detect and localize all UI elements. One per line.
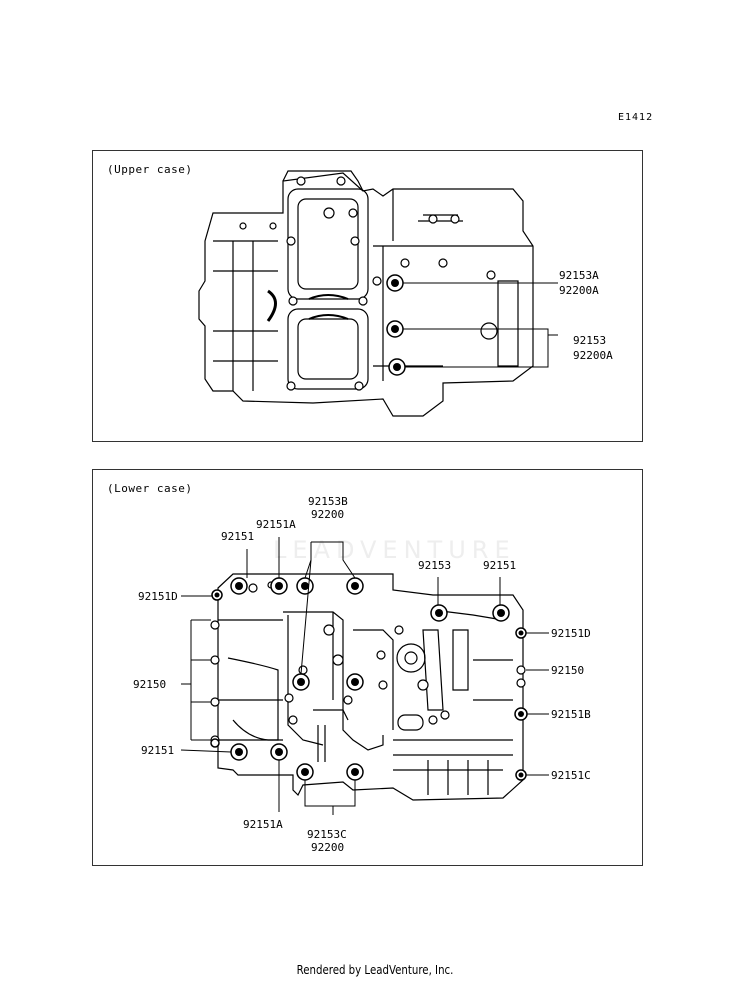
label-92153C: 92153C xyxy=(307,828,347,841)
label-92153B: 92153B xyxy=(308,495,348,508)
label-92150-left: 92150 xyxy=(133,678,166,691)
lower-leader-lines xyxy=(180,537,549,815)
label-92200A-lower: 92200A xyxy=(573,349,613,362)
upper-bolt-holes xyxy=(239,176,498,391)
upper-crankcase-outline xyxy=(198,170,534,417)
upper-highlighted-bolts xyxy=(386,274,406,376)
watermark-text: LEADVENTURE xyxy=(273,536,516,564)
label-92151B: 92151B xyxy=(551,708,591,721)
label-92151D-right: 92151D xyxy=(551,627,591,640)
label-92153A: 92153A xyxy=(559,269,599,282)
label-92200-top: 92200 xyxy=(311,508,344,521)
label-92151D-left: 92151D xyxy=(138,590,178,603)
label-92150-right: 92150 xyxy=(551,664,584,677)
lower-bolt-holes xyxy=(210,581,526,745)
upper-case-title: (Upper case) xyxy=(107,163,193,176)
diagram-code: E1412 xyxy=(618,112,654,123)
label-92151-top: 92151 xyxy=(221,530,254,543)
lower-case-panel: (Lower case) LEADVENTURE xyxy=(92,469,643,866)
label-92151-right: 92151 xyxy=(483,559,516,572)
lower-case-drawing: LEADVENTURE xyxy=(133,495,591,854)
upper-leader-lines xyxy=(403,282,558,368)
label-92200-bottom: 92200 xyxy=(311,841,344,854)
label-92200A-upper: 92200A xyxy=(559,284,599,297)
upper-case-panel: (Upper case) xyxy=(92,150,643,442)
label-92151C: 92151C xyxy=(551,769,591,782)
upper-case-drawing: 92153A 92200A 92153 92200A xyxy=(198,170,613,417)
label-92151-left: 92151 xyxy=(141,744,174,757)
lower-crankcase-outline xyxy=(217,573,524,801)
label-92151A-top: 92151A xyxy=(256,518,296,531)
label-92151A-bottom: 92151A xyxy=(243,818,283,831)
label-92153-right: 92153 xyxy=(418,559,451,572)
footer-credit: Rendered by LeadVenture, Inc. xyxy=(296,963,454,977)
label-92153-upper: 92153 xyxy=(573,334,606,347)
lower-case-title: (Lower case) xyxy=(107,482,193,495)
